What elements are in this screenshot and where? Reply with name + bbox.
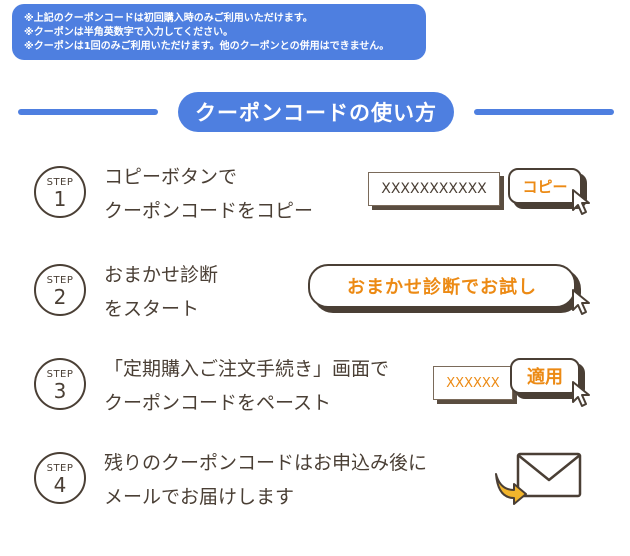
- notice-box: ※上記のクーポンコードは初回購入時のみご利用いただけます。 ※クーポンは半角英数…: [14, 6, 424, 58]
- step-label: STEP: [46, 177, 74, 188]
- step-badge-4: STEP 4: [34, 452, 86, 504]
- step-1-line-2: クーポンコードをコピー: [104, 200, 314, 222]
- step-badge-2: STEP 2: [34, 264, 86, 316]
- cursor-icon: [572, 381, 590, 407]
- heading-line-right: [474, 109, 614, 115]
- step-badge-1: STEP 1: [34, 166, 86, 218]
- step-text-2: おまかせ診断 をスタート: [104, 258, 218, 326]
- step-3: STEP 3 「定期購入ご注文手続き」画面で クーポンコードをペースト XXXX…: [0, 352, 630, 432]
- step-badge-3: STEP 3: [34, 358, 86, 410]
- step-3-line-2: クーポンコードをペースト: [104, 392, 332, 414]
- step-label: STEP: [46, 369, 74, 380]
- diagnosis-trial-button[interactable]: おまかせ診断でお試し: [308, 264, 576, 308]
- notice-line-2: ※クーポンは半角英数字で入力してください。: [24, 27, 234, 38]
- step-number: 2: [53, 285, 67, 309]
- section-heading: クーポンコードの使い方: [178, 92, 454, 132]
- step-number: 4: [53, 473, 67, 497]
- coupon-code-input[interactable]: XXXXXX: [433, 366, 513, 400]
- step-label: STEP: [46, 275, 74, 286]
- step-4-line-1: 残りのクーポンコードはお申込み後に: [104, 452, 428, 474]
- step-4-line-2: メールでお届けします: [104, 486, 295, 508]
- step-number: 3: [53, 379, 67, 403]
- copy-button[interactable]: コピー: [508, 168, 582, 204]
- step-1-line-1: コピーボタンで: [104, 166, 238, 188]
- step-4: STEP 4 残りのクーポンコードはお申込み後に メールでお届けします: [0, 446, 630, 526]
- step-label: STEP: [46, 463, 74, 474]
- cursor-icon: [572, 289, 590, 315]
- step-2-line-1: おまかせ診断: [104, 264, 219, 286]
- notice-line-3: ※クーポンは1回のみご利用いただけます。他のクーポンとの併用はできません。: [24, 41, 390, 52]
- heading-line-left: [18, 109, 158, 115]
- step-1: STEP 1 コピーボタンで クーポンコードをコピー XXXXXXXXXXX コ…: [0, 160, 630, 240]
- step-text-1: コピーボタンで クーポンコードをコピー: [104, 160, 313, 228]
- notice-line-1: ※上記のクーポンコードは初回購入時のみご利用いただけます。: [24, 13, 313, 24]
- envelope-icon: [495, 452, 582, 505]
- step-text-4: 残りのクーポンコードはお申込み後に メールでお届けします: [104, 446, 427, 514]
- step-3-line-1: 「定期購入ご注文手続き」画面で: [104, 358, 390, 380]
- coupon-code-field[interactable]: XXXXXXXXXXX: [368, 172, 500, 206]
- step-number: 1: [53, 187, 67, 211]
- step-text-3: 「定期購入ご注文手続き」画面で クーポンコードをペースト: [104, 352, 389, 420]
- step-2-line-2: をスタート: [104, 298, 200, 320]
- cursor-icon: [572, 189, 590, 215]
- step-2: STEP 2 おまかせ診断 をスタート おまかせ診断でお試し: [0, 258, 630, 338]
- apply-button[interactable]: 適用: [510, 358, 580, 394]
